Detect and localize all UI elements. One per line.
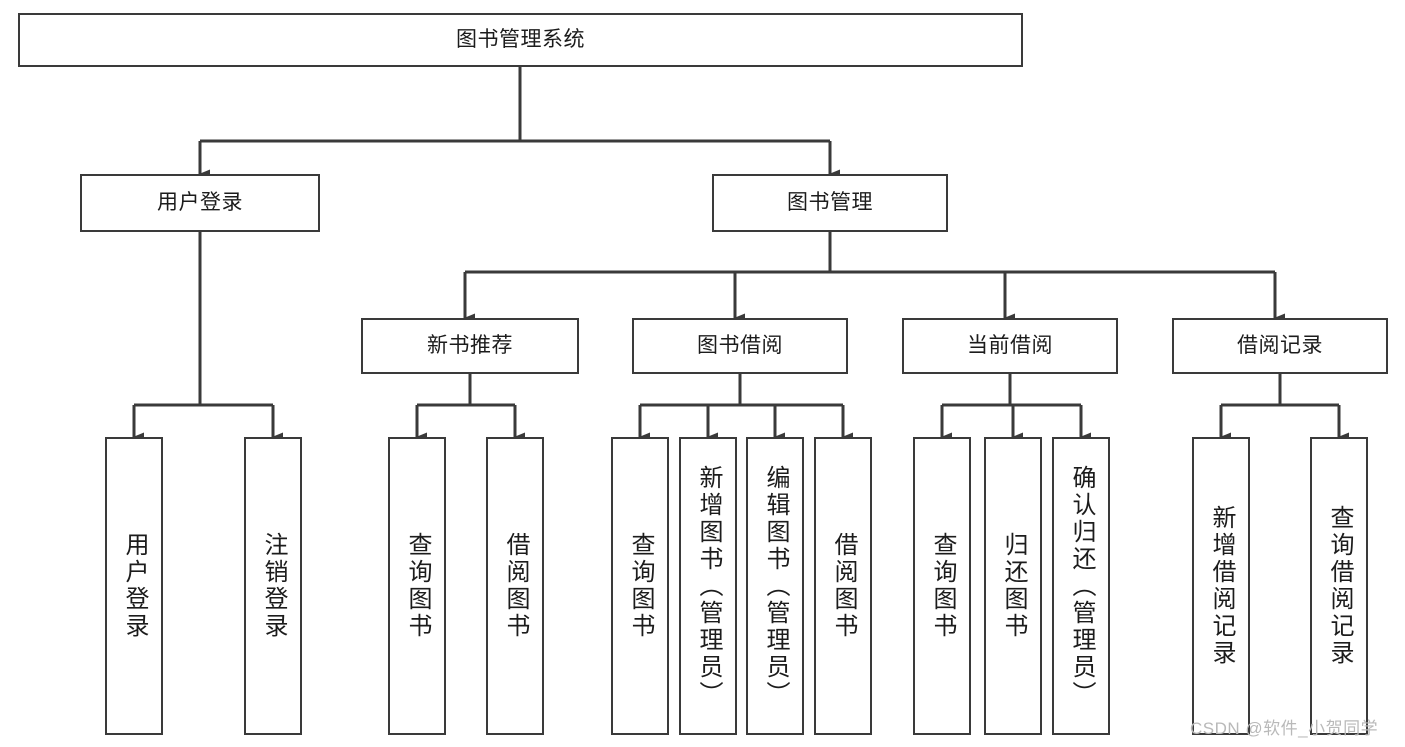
node-label: 注销登录	[260, 532, 287, 640]
node-book-borrow[interactable]: 图书借阅	[632, 318, 848, 374]
node-label: 图书管理	[787, 191, 873, 215]
node-label: 新增借阅记录	[1208, 505, 1235, 667]
node-label: 借阅记录	[1237, 334, 1323, 358]
node-new-book-rec[interactable]: 新书推荐	[361, 318, 579, 374]
node-leaf-return-book[interactable]: 归还图书	[984, 437, 1042, 735]
node-label: 查询借阅记录	[1326, 505, 1353, 667]
node-label: 查询图书	[627, 532, 654, 640]
node-leaf-edit-book[interactable]: 编辑图书（管理员）	[746, 437, 804, 735]
node-leaf-query-book-1[interactable]: 查询图书	[388, 437, 446, 735]
node-current-borrow[interactable]: 当前借阅	[902, 318, 1118, 374]
node-label: 借阅图书	[830, 532, 857, 640]
node-label: 借阅图书	[502, 532, 529, 640]
node-label: 图书借阅	[697, 334, 783, 358]
node-label: 查询图书	[929, 532, 956, 640]
node-leaf-confirm-return[interactable]: 确认归还（管理员）	[1052, 437, 1110, 735]
node-leaf-add-record[interactable]: 新增借阅记录	[1192, 437, 1250, 735]
node-label: 当前借阅	[967, 334, 1053, 358]
node-leaf-borrow-book-2[interactable]: 借阅图书	[814, 437, 872, 735]
node-root[interactable]: 图书管理系统	[18, 13, 1023, 67]
node-leaf-logout[interactable]: 注销登录	[244, 437, 302, 735]
node-leaf-query-book-3[interactable]: 查询图书	[913, 437, 971, 735]
node-label: 确认归还（管理员）	[1068, 464, 1095, 708]
node-borrow-record[interactable]: 借阅记录	[1172, 318, 1388, 374]
csdn-watermark: CSDN @软件_小贺同学	[1190, 719, 1379, 738]
node-label: 查询图书	[404, 532, 431, 640]
node-label: 图书管理系统	[456, 28, 585, 52]
node-leaf-borrow-book-1[interactable]: 借阅图书	[486, 437, 544, 735]
node-label: 用户登录	[121, 532, 148, 640]
node-user-login[interactable]: 用户登录	[80, 174, 320, 232]
node-label: 新书推荐	[427, 334, 513, 358]
node-book-manage[interactable]: 图书管理	[712, 174, 948, 232]
node-leaf-user-login[interactable]: 用户登录	[105, 437, 163, 735]
node-label: 用户登录	[157, 191, 243, 215]
node-leaf-query-book-2[interactable]: 查询图书	[611, 437, 669, 735]
node-leaf-query-record[interactable]: 查询借阅记录	[1310, 437, 1368, 735]
node-label: 新增图书（管理员）	[695, 464, 722, 708]
node-leaf-add-book[interactable]: 新增图书（管理员）	[679, 437, 737, 735]
node-label: 归还图书	[1000, 532, 1027, 640]
node-label: 编辑图书（管理员）	[762, 464, 789, 708]
